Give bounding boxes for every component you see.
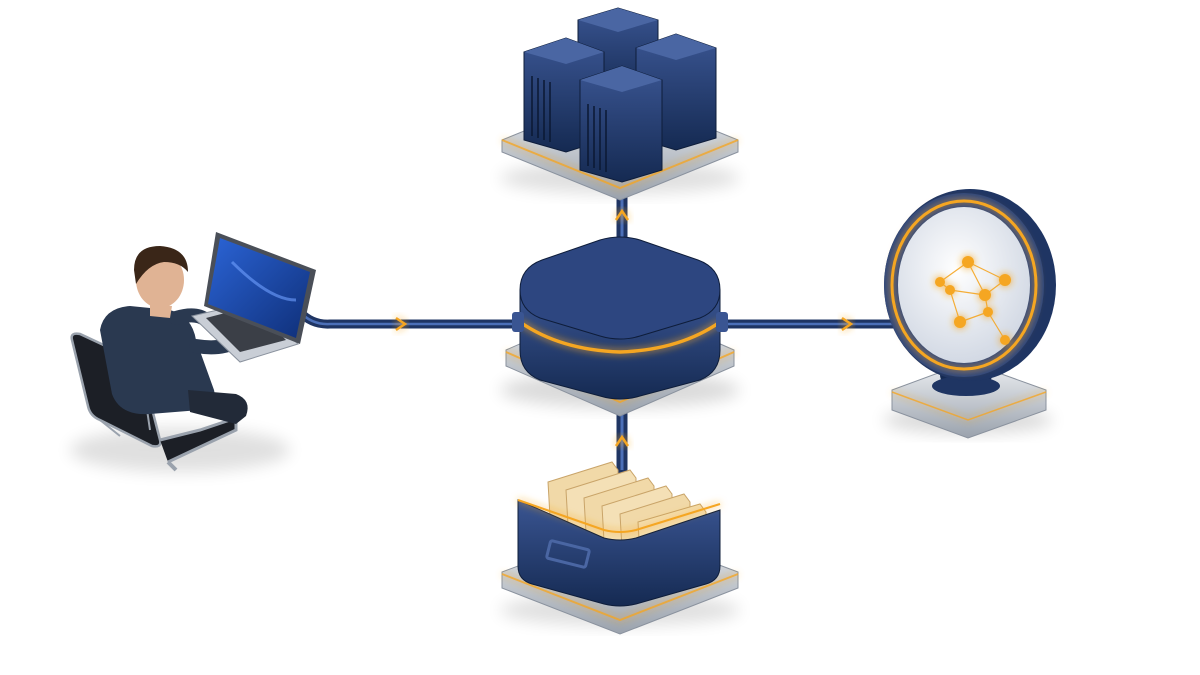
network-graph (935, 256, 1011, 345)
connector-user-to-hub (295, 307, 525, 332)
arrow-up-icon (614, 208, 630, 221)
laptop-icon (190, 232, 316, 363)
server-cluster-icon (500, 7, 740, 201)
connector-hub-to-network-viewer (715, 316, 900, 332)
server-unit (579, 65, 663, 183)
drawer-handle (545, 539, 591, 569)
central-hub-icon (500, 236, 740, 417)
connector-hub-to-servers (614, 186, 630, 246)
arrow-up-icon (614, 434, 630, 447)
arrow-right-icon (395, 316, 408, 332)
file-drawer-icon (500, 461, 740, 635)
arrow-right-icon (841, 316, 854, 332)
user-at-laptop-icon (70, 232, 316, 472)
magnified-network-graph-icon (883, 189, 1056, 439)
